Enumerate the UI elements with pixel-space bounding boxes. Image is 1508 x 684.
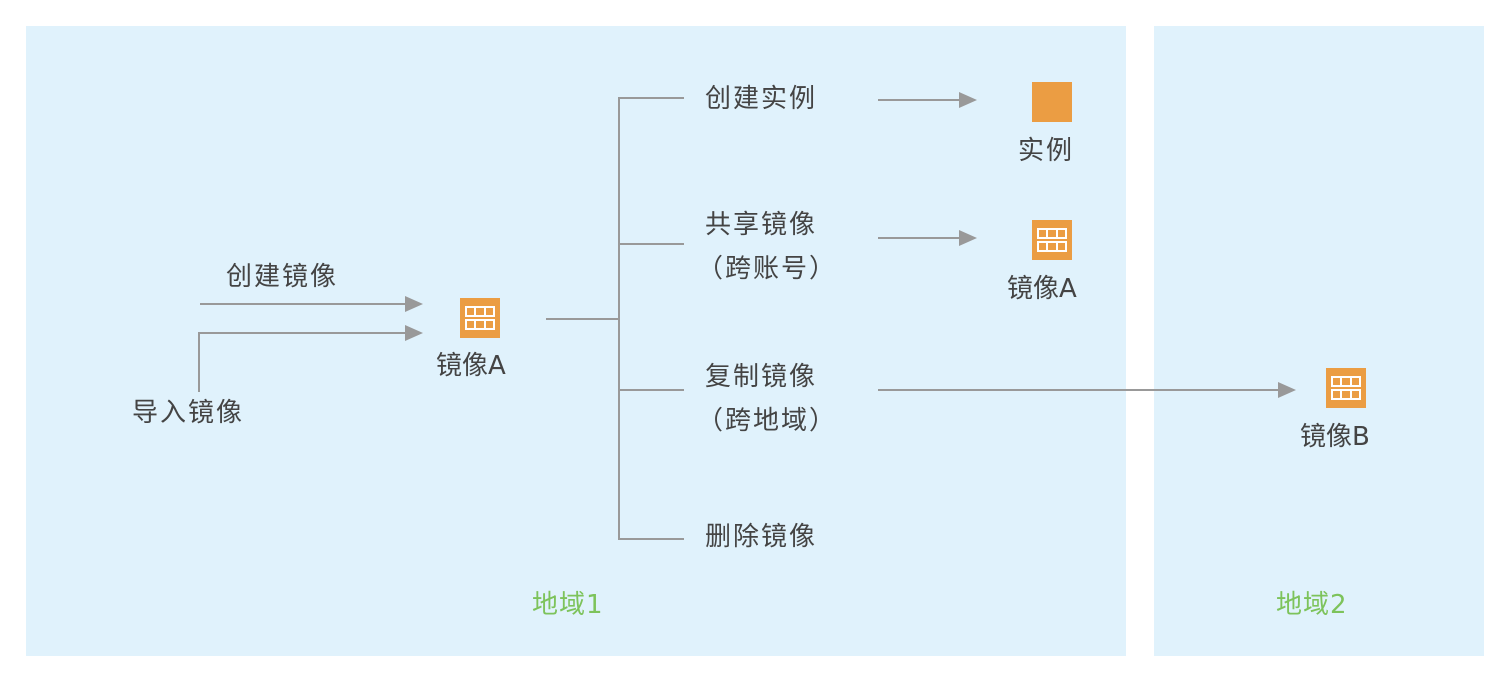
copy-image-arrowhead xyxy=(1278,382,1296,398)
image-icon xyxy=(460,298,500,338)
image-icon xyxy=(1326,368,1366,408)
region-2-panel xyxy=(1154,26,1484,656)
central-image-label: 镜像A xyxy=(436,351,506,381)
instance-label: 实例 xyxy=(1018,136,1075,166)
create-image-arrowhead xyxy=(405,296,423,312)
import-image-arrow xyxy=(198,332,412,392)
operation-delete-image: 删除镜像 xyxy=(705,522,818,552)
operation-copy-image: 复制镜像 xyxy=(705,362,818,392)
operation-create-instance: 创建实例 xyxy=(705,84,818,114)
create-instance-arrowhead xyxy=(959,92,977,108)
instance-icon xyxy=(1032,82,1072,122)
shared-image-label: 镜像A xyxy=(1007,274,1077,304)
create-image-label: 创建镜像 xyxy=(226,262,339,292)
share-image-arrowhead xyxy=(959,230,977,246)
import-image-arrowhead xyxy=(405,325,423,341)
region-1-label: 地域1 xyxy=(532,590,604,620)
image-icon xyxy=(1032,220,1072,260)
import-image-label: 导入镜像 xyxy=(132,398,245,428)
operation-share-image-note: （跨账号） xyxy=(697,254,838,284)
operation-copy-image-note: （跨地域） xyxy=(697,406,838,436)
region-2-label: 地域2 xyxy=(1276,590,1348,620)
region-1-panel xyxy=(26,26,1126,656)
operation-share-image: 共享镜像 xyxy=(705,210,818,240)
copied-image-label: 镜像B xyxy=(1300,422,1370,452)
